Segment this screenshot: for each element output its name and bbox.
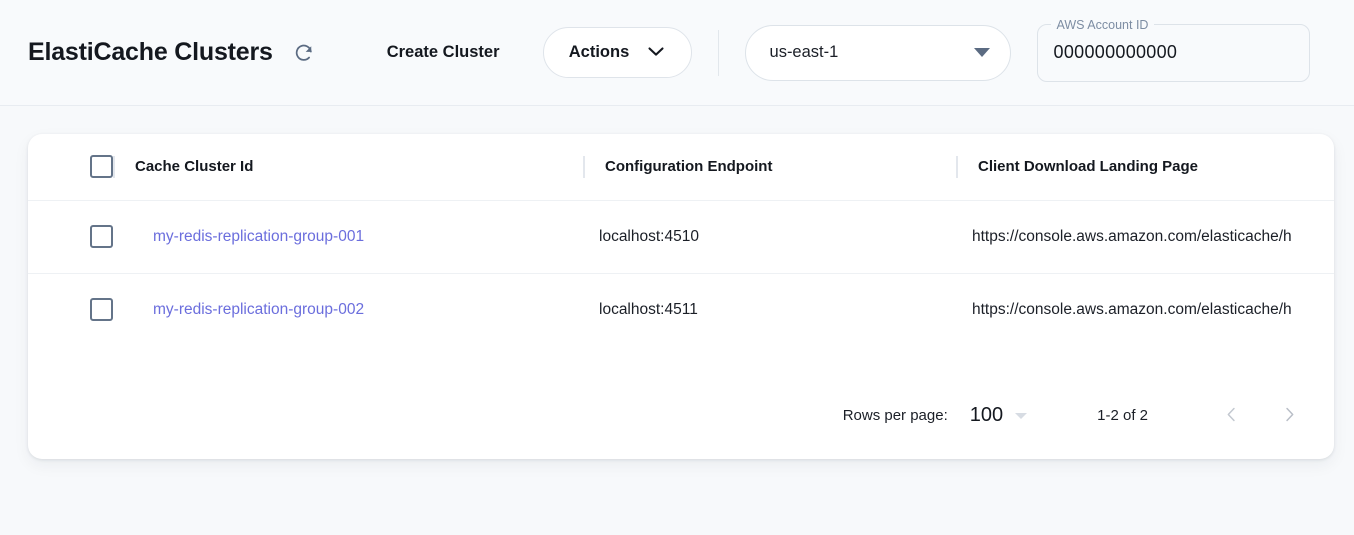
cell-config-endpoint: localhost:4511 [583, 272, 956, 346]
cluster-id-link[interactable]: my-redis-replication-group-001 [153, 227, 365, 245]
cluster-id-link[interactable]: my-redis-replication-group-002 [153, 300, 365, 318]
region-select[interactable]: us-east-1 [744, 24, 1011, 81]
previous-page-button[interactable] [1210, 395, 1252, 437]
aws-account-id-field[interactable]: AWS Account ID 000000000000 [1036, 16, 1310, 82]
table-row[interactable]: my-redis-replication-group-002 localhost… [28, 272, 1334, 346]
region-select-value: us-east-1 [769, 43, 839, 61]
row-select-cell [28, 272, 113, 346]
clusters-card: Cache Cluster Id Configuration Endpoint … [28, 134, 1334, 459]
select-all-header [28, 134, 113, 200]
row-checkbox[interactable] [90, 225, 113, 248]
row-checkbox[interactable] [90, 298, 113, 322]
cell-config-endpoint: localhost:4510 [583, 199, 956, 273]
aws-account-id-label: AWS Account ID [1050, 16, 1155, 33]
column-header-label: Configuration Endpoint [605, 158, 773, 176]
cell-cluster-id: my-redis-replication-group-001 [113, 199, 583, 273]
pagination-range-label: 1-2 of 2 [1097, 407, 1148, 424]
column-divider [583, 155, 585, 178]
table-header: Cache Cluster Id Configuration Endpoint … [28, 134, 1334, 200]
column-divider [113, 155, 115, 178]
column-header-cluster-id[interactable]: Cache Cluster Id [113, 134, 583, 200]
chevron-down-icon [647, 43, 665, 62]
column-divider [956, 155, 958, 178]
column-header-landing-page[interactable]: Client Download Landing Page [956, 134, 1334, 200]
cell-cluster-id: my-redis-replication-group-002 [113, 272, 583, 346]
column-header-label: Client Download Landing Page [978, 158, 1199, 176]
column-header-config-endpoint[interactable]: Configuration Endpoint [583, 134, 956, 200]
page-title: ElastiCache Clusters [28, 38, 273, 66]
create-cluster-button[interactable]: Create Cluster [377, 35, 510, 70]
actions-button[interactable]: Actions [542, 27, 692, 78]
rows-per-page-select[interactable]: 100 [969, 404, 1028, 427]
clusters-table: Cache Cluster Id Configuration Endpoint … [28, 134, 1334, 346]
chevron-left-icon [1223, 406, 1240, 426]
refresh-icon [293, 42, 315, 64]
chevron-right-icon [1281, 406, 1298, 426]
toolbar-divider [717, 29, 719, 76]
triangle-down-icon [1015, 412, 1028, 419]
column-header-label: Cache Cluster Id [135, 158, 254, 176]
triangle-down-icon [973, 48, 990, 57]
actions-button-label: Actions [568, 43, 630, 61]
table-body: my-redis-replication-group-001 localhost… [28, 199, 1334, 346]
table-header-row: Cache Cluster Id Configuration Endpoint … [28, 134, 1334, 200]
select-all-checkbox[interactable] [90, 155, 113, 179]
refresh-button[interactable] [287, 36, 321, 70]
row-select-cell [28, 199, 113, 273]
app-header: ElastiCache Clusters Create Cluster Acti… [0, 0, 1354, 106]
rows-per-page-value: 100 [969, 404, 1004, 426]
pagination-bar: Rows per page: 100 1-2 of 2 [28, 372, 1334, 459]
next-page-button[interactable] [1268, 395, 1310, 437]
aws-account-id-value: 000000000000 [1053, 42, 1178, 62]
rows-per-page-label: Rows per page: [842, 407, 948, 424]
table-row[interactable]: my-redis-replication-group-001 localhost… [28, 199, 1334, 273]
cell-landing-page: https://console.aws.amazon.com/elasticac… [956, 199, 1334, 273]
cell-landing-page: https://console.aws.amazon.com/elasticac… [956, 272, 1334, 346]
